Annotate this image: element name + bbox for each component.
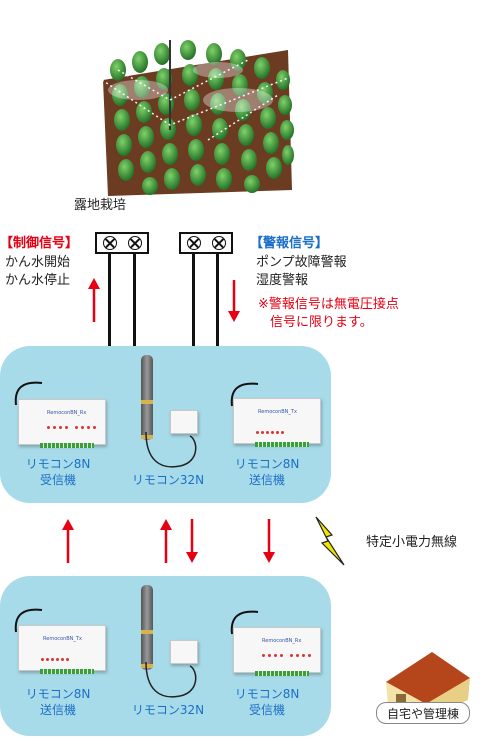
wireless-down-arrow-icon xyxy=(263,519,275,563)
alarm-humidity-text: 湿度警報 xyxy=(256,273,309,288)
terminal-strip xyxy=(40,443,94,448)
terminal-strip xyxy=(255,442,309,447)
bottom-mid-label: リモコン32N xyxy=(131,703,205,717)
repeater-box-top xyxy=(170,410,198,434)
top-left-label-role: 受信機 xyxy=(39,473,76,487)
wire xyxy=(192,252,195,348)
wireless-up-arrow-icon xyxy=(62,519,74,563)
terminal-x-icon xyxy=(127,236,142,250)
repeater-box-bottom xyxy=(170,640,198,664)
cable-icon xyxy=(230,382,259,407)
antenna-band xyxy=(141,435,153,439)
control-signal-heading: 【制御信号】 xyxy=(0,236,79,251)
wire xyxy=(216,252,219,348)
wireless-up-arrow-icon xyxy=(160,519,172,563)
antenna-band xyxy=(141,400,153,404)
cable-icon xyxy=(230,610,259,635)
wireless-label: 特定小電力無線 xyxy=(366,535,458,550)
transmitter-device-top: RemoconBN_Tx xyxy=(233,398,321,444)
antenna-icon xyxy=(141,355,153,440)
top-mid-label: リモコン32N xyxy=(131,473,205,487)
field-caption: 露地栽培 xyxy=(74,198,127,213)
bottom-left-label-role: 送信機 xyxy=(39,703,76,717)
cable-icon xyxy=(14,381,43,406)
antenna-band xyxy=(141,630,153,634)
lightning-icon xyxy=(315,516,345,566)
receiver-device-bottom: RemoconBN_Rx xyxy=(233,627,321,673)
control-stop-text: かん水停止 xyxy=(5,273,71,288)
cable-icon xyxy=(14,608,43,633)
device-model-label: RemoconBN_Tx xyxy=(43,636,82,642)
wire xyxy=(133,252,136,348)
antenna-icon xyxy=(141,585,153,670)
antenna-band xyxy=(141,664,153,668)
field-illustration xyxy=(101,40,294,196)
coil-cable-icon xyxy=(145,431,197,468)
alarm-note-line2: 信号に限ります。 xyxy=(270,315,373,330)
terminal-x-icon xyxy=(211,236,226,250)
coil-cable-icon xyxy=(145,661,197,698)
top-right-label-role: 送信機 xyxy=(248,473,285,487)
alarm-down-arrow-icon xyxy=(228,280,240,322)
device-model-label: RemoconBN_Rx xyxy=(262,638,302,644)
alarm-terminal-block xyxy=(179,232,233,254)
terminal-strip xyxy=(40,669,94,674)
device-model-label: RemoconBN_Tx xyxy=(258,409,297,415)
terminal-strip xyxy=(255,671,309,676)
transmitter-device-bottom: RemoconBN_Tx xyxy=(18,625,106,671)
terminal-x-icon xyxy=(186,236,201,250)
control-terminal-block xyxy=(95,232,149,254)
alarm-signal-heading: 【警報信号】 xyxy=(250,236,329,251)
home-label: 自宅や管理棟 xyxy=(376,702,470,724)
bottom-left-label-model: リモコン8N xyxy=(25,687,91,701)
top-left-label-model: リモコン8N xyxy=(25,457,91,471)
control-up-arrow-icon xyxy=(88,278,100,322)
bottom-right-label-model: リモコン8N xyxy=(234,687,300,701)
receiver-device-top: RemoconBN_Rx xyxy=(18,399,106,445)
control-start-text: かん水開始 xyxy=(5,255,71,270)
wireless-down-arrow-icon xyxy=(186,519,198,563)
wire xyxy=(108,252,111,348)
top-right-label-model: リモコン8N xyxy=(234,457,300,471)
alarm-pump-text: ポンプ故障警報 xyxy=(256,255,347,270)
bottom-right-label-role: 受信機 xyxy=(248,703,285,717)
alarm-note-line1: ※警報信号は無電圧接点 xyxy=(258,297,399,312)
terminal-x-icon xyxy=(102,236,117,250)
device-model-label: RemoconBN_Rx xyxy=(47,410,87,416)
